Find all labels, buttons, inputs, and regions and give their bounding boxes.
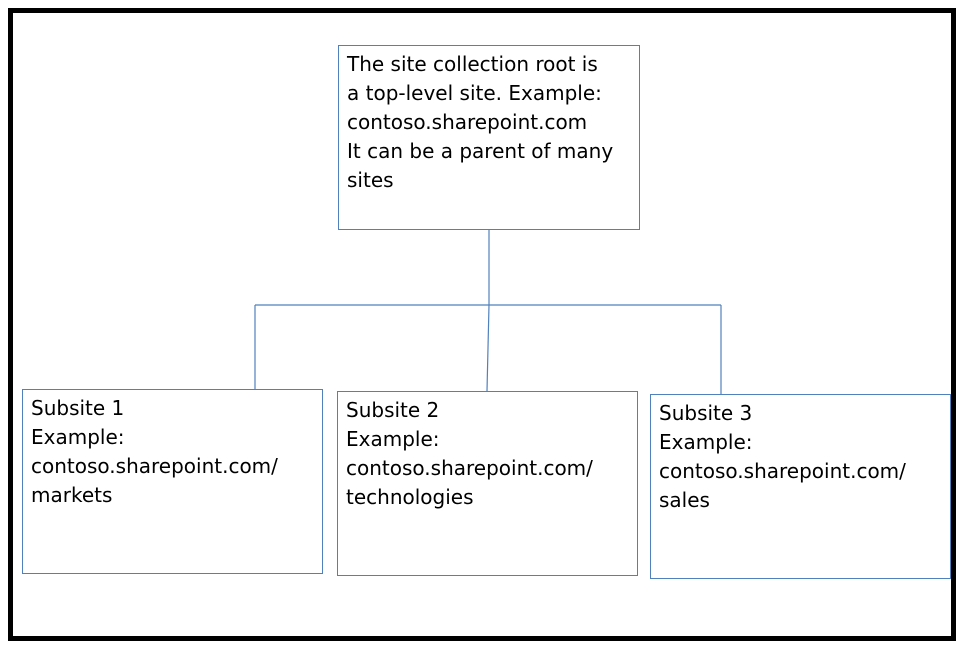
site-collection-root-box: The site collection root is a top-level … <box>338 45 640 230</box>
subsite-2-path: technologies <box>346 485 474 509</box>
root-text-line: The site collection root is <box>347 52 598 76</box>
root-text-line: It can be a parent of many <box>347 139 614 163</box>
root-text-line: sites <box>347 168 394 192</box>
subsite-1-title: Subsite 1 <box>31 396 125 420</box>
subsite-3-box: Subsite 3 Example: contoso.sharepoint.co… <box>650 394 951 579</box>
subsite-2-example-label: Example: <box>346 427 440 451</box>
subsite-3-domain: contoso.sharepoint.com/ <box>659 459 906 483</box>
subsite-1-path: markets <box>31 483 113 507</box>
subsite-2-title: Subsite 2 <box>346 398 440 422</box>
root-text-line: a top-level site. Example: <box>347 81 602 105</box>
branch-line-subsite-2 <box>486 304 490 392</box>
subsite-1-example-label: Example: <box>31 425 125 449</box>
subsite-2-box: Subsite 2 Example: contoso.sharepoint.co… <box>337 391 638 576</box>
subsite-2-domain: contoso.sharepoint.com/ <box>346 456 593 480</box>
root-text-line: contoso.sharepoint.com <box>347 110 588 134</box>
subsite-3-example-label: Example: <box>659 430 753 454</box>
subsite-1-box: Subsite 1 Example: contoso.sharepoint.co… <box>22 389 323 574</box>
subsite-3-path: sales <box>659 488 710 512</box>
subsite-1-domain: contoso.sharepoint.com/ <box>31 454 278 478</box>
subsite-3-title: Subsite 3 <box>659 401 753 425</box>
